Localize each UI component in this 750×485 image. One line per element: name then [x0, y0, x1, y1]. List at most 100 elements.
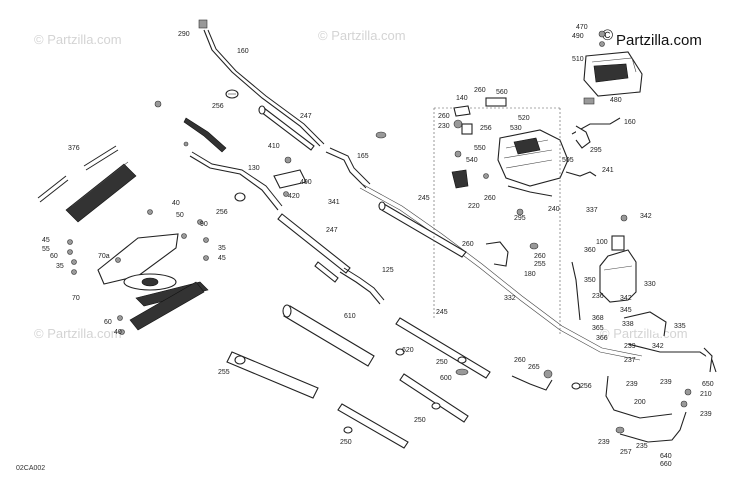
callout-290: 290: [178, 31, 190, 38]
cap-290: [198, 19, 208, 29]
hose-165: [325, 151, 367, 189]
callout-250: 250: [436, 359, 448, 366]
callout-470: 470: [576, 24, 588, 31]
callout-239: 239: [624, 343, 636, 350]
fasteners-left: [67, 209, 209, 335]
line-342-right: [627, 343, 717, 373]
hose-130: [189, 155, 279, 211]
callout-239-b: 239: [626, 381, 638, 388]
callout-250-b: 250: [414, 417, 426, 424]
callout-295: 295: [514, 215, 526, 222]
watermarks: © Partzilla.com © Partzilla.com © Partzi…: [34, 28, 688, 341]
callout-45: 45: [42, 237, 50, 244]
fitting-230: [453, 119, 463, 129]
callout-260-f: 260: [484, 195, 496, 202]
pipe-245-upper: [378, 201, 467, 258]
callout-160-b: 160: [624, 119, 636, 126]
valve-220: [451, 169, 469, 189]
callout-255: 255: [218, 369, 230, 376]
brand-name: Partzilla.com: [616, 32, 702, 49]
callout-366: 366: [596, 335, 608, 342]
callout-90: 90: [200, 221, 208, 228]
callout-260-c: 260: [514, 357, 526, 364]
grille-lower: [129, 281, 205, 331]
fitting-260-e: [454, 150, 462, 158]
callout-560: 560: [496, 89, 508, 96]
callout-660: 660: [660, 461, 672, 468]
callout-237: 237: [624, 357, 636, 364]
callout-256-c: 256: [580, 383, 592, 390]
hose-200: [605, 375, 673, 419]
clamp-250-a: [457, 356, 467, 364]
radiator-376: [37, 145, 137, 223]
callout-365: 365: [592, 325, 604, 332]
callout-165: 165: [357, 153, 369, 160]
clamp-260-c: [543, 369, 553, 379]
pipe-245-lower: [395, 317, 491, 379]
clamp-239-c: [680, 400, 688, 408]
callout-241: 241: [602, 167, 614, 174]
gasket-top: [375, 131, 387, 139]
callout-337: 337: [586, 207, 598, 214]
hose-241: [565, 171, 597, 177]
watermark-top-left: © Partzilla.com: [34, 32, 122, 47]
hose-650: [703, 347, 713, 373]
fitting-260-f: [483, 173, 489, 179]
radiator-hose-top-left: [154, 100, 227, 153]
callout-256-b: 256: [216, 209, 228, 216]
pipe-600: [399, 373, 469, 423]
callout-376: 376: [68, 145, 80, 152]
callout-260: 260: [462, 241, 474, 248]
hose-160: [203, 29, 321, 147]
callout-160: 160: [237, 48, 249, 55]
callout-256: 256: [212, 103, 224, 110]
callout-650: 650: [702, 381, 714, 388]
pump-assembly-505: [497, 129, 569, 187]
callout-260-d: 260: [474, 87, 486, 94]
callout-100: 100: [596, 239, 608, 246]
callout-55: 55: [42, 246, 50, 253]
callout-180: 180: [524, 271, 536, 278]
fitting-480: [583, 97, 595, 105]
callout-480: 480: [610, 97, 622, 104]
callout-345: 345: [620, 307, 632, 314]
callout-400: 400: [300, 179, 312, 186]
clamp-250-b: [431, 402, 441, 410]
callout-245: 245: [418, 195, 430, 202]
watermark-bottom-right: © Partzilla.com: [600, 326, 688, 341]
callout-265: 265: [528, 364, 540, 371]
fitting-140: [453, 105, 471, 117]
callout-70a: 70a: [98, 253, 110, 260]
callout-50: 50: [176, 212, 184, 219]
fitting-295-b: [516, 208, 524, 216]
bracket-400: [273, 156, 307, 197]
hose-180: [485, 241, 509, 267]
callout-410: 410: [268, 143, 280, 150]
clamp-256-mid: [234, 192, 246, 202]
callout-342-c: 342: [652, 343, 664, 350]
callout-130: 130: [248, 165, 260, 172]
callout-260-e2: 260: [438, 113, 450, 120]
brand-logo: © Partzilla.com: [602, 27, 702, 49]
callout-255-b: 255: [534, 261, 546, 268]
callout-335: 335: [674, 323, 686, 330]
elbow-265: [511, 375, 553, 391]
fitting-210: [684, 388, 692, 396]
clamp-250-c: [343, 426, 353, 434]
callout-600: 600: [440, 375, 452, 382]
hose-295-loop: [575, 125, 591, 149]
callout-260-b: 260: [534, 253, 546, 260]
callout-35: 35: [56, 263, 64, 270]
callout-550: 550: [474, 145, 486, 152]
callout-360: 360: [584, 247, 596, 254]
callout-40-b: 40: [114, 329, 122, 336]
callout-247-b: 247: [326, 227, 338, 234]
callout-230: 230: [438, 123, 450, 130]
callout-368: 368: [592, 315, 604, 322]
callout-70: 70: [72, 295, 80, 302]
hose-165-b: [329, 147, 371, 185]
part-560: [485, 97, 507, 107]
callout-420: 420: [288, 193, 300, 200]
callout-239-e: 239: [598, 439, 610, 446]
